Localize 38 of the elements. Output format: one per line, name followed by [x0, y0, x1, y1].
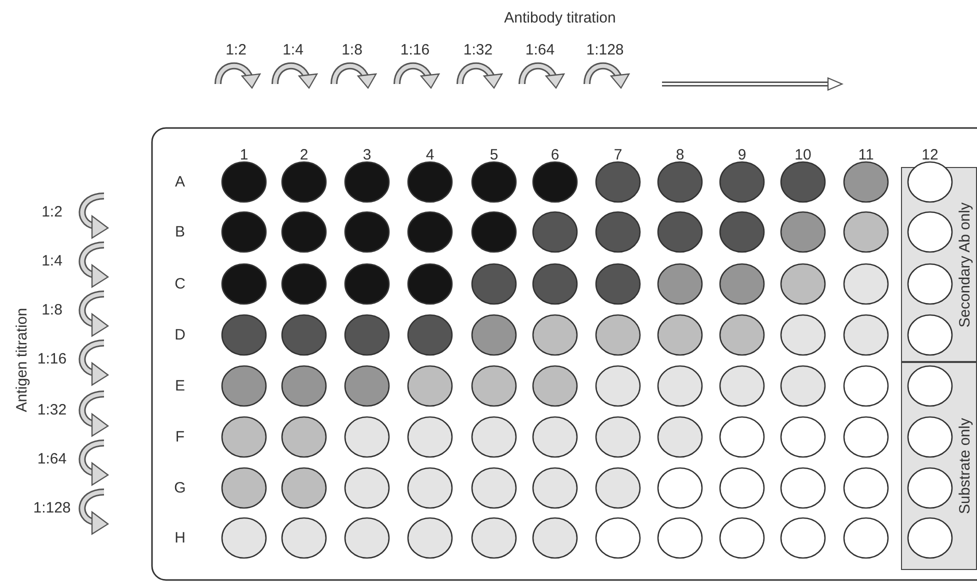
dilution-ratio: 1:2	[226, 42, 246, 58]
column-number: 7	[614, 146, 622, 164]
row-letter: C	[174, 276, 186, 292]
column-number: 9	[738, 146, 746, 164]
column-number: 8	[676, 146, 684, 164]
column-number: 12	[922, 146, 938, 164]
dilution-ratio: 1:32	[37, 402, 67, 418]
column-number: 2	[300, 146, 308, 164]
column-number: 5	[490, 146, 498, 164]
dilution-ratio: 1:4	[282, 42, 304, 58]
dilution-ratio: 1:16	[37, 350, 67, 368]
row-letter: G	[174, 480, 186, 496]
row-letter: F	[175, 428, 185, 446]
dilution-ratio: 1:8	[42, 302, 62, 318]
column-number: 6	[550, 146, 560, 164]
column-number: 1	[240, 146, 248, 164]
axis-title: Antigen titration	[14, 308, 30, 412]
dilution-ratio: 1:2	[42, 204, 62, 220]
dilution-ratio: 1:8	[342, 42, 362, 58]
control-label: Substrate only	[956, 418, 974, 514]
dilution-ratio: 1:16	[400, 42, 430, 58]
column-number: 11	[858, 146, 874, 164]
column-number: 3	[362, 146, 372, 164]
row-letter: A	[175, 174, 185, 190]
control-label: Secondary Ab only	[956, 202, 974, 328]
dilution-ratio: 1:128	[586, 42, 624, 58]
dilution-ratio: 1:64	[37, 450, 67, 468]
dilution-ratio: 1:64	[525, 42, 555, 58]
column-number: 4	[426, 146, 434, 164]
dilution-ratio: 1:128	[33, 500, 71, 516]
dilution-ratio: 1:4	[42, 252, 62, 270]
column-number: 10	[794, 146, 812, 164]
row-letter: E	[175, 378, 185, 394]
dilution-ratio: 1:32	[463, 42, 493, 58]
row-letter: B	[175, 224, 185, 240]
row-letter: D	[174, 326, 186, 344]
row-letter: H	[174, 530, 186, 546]
axis-title: Antibody titration	[504, 10, 616, 26]
